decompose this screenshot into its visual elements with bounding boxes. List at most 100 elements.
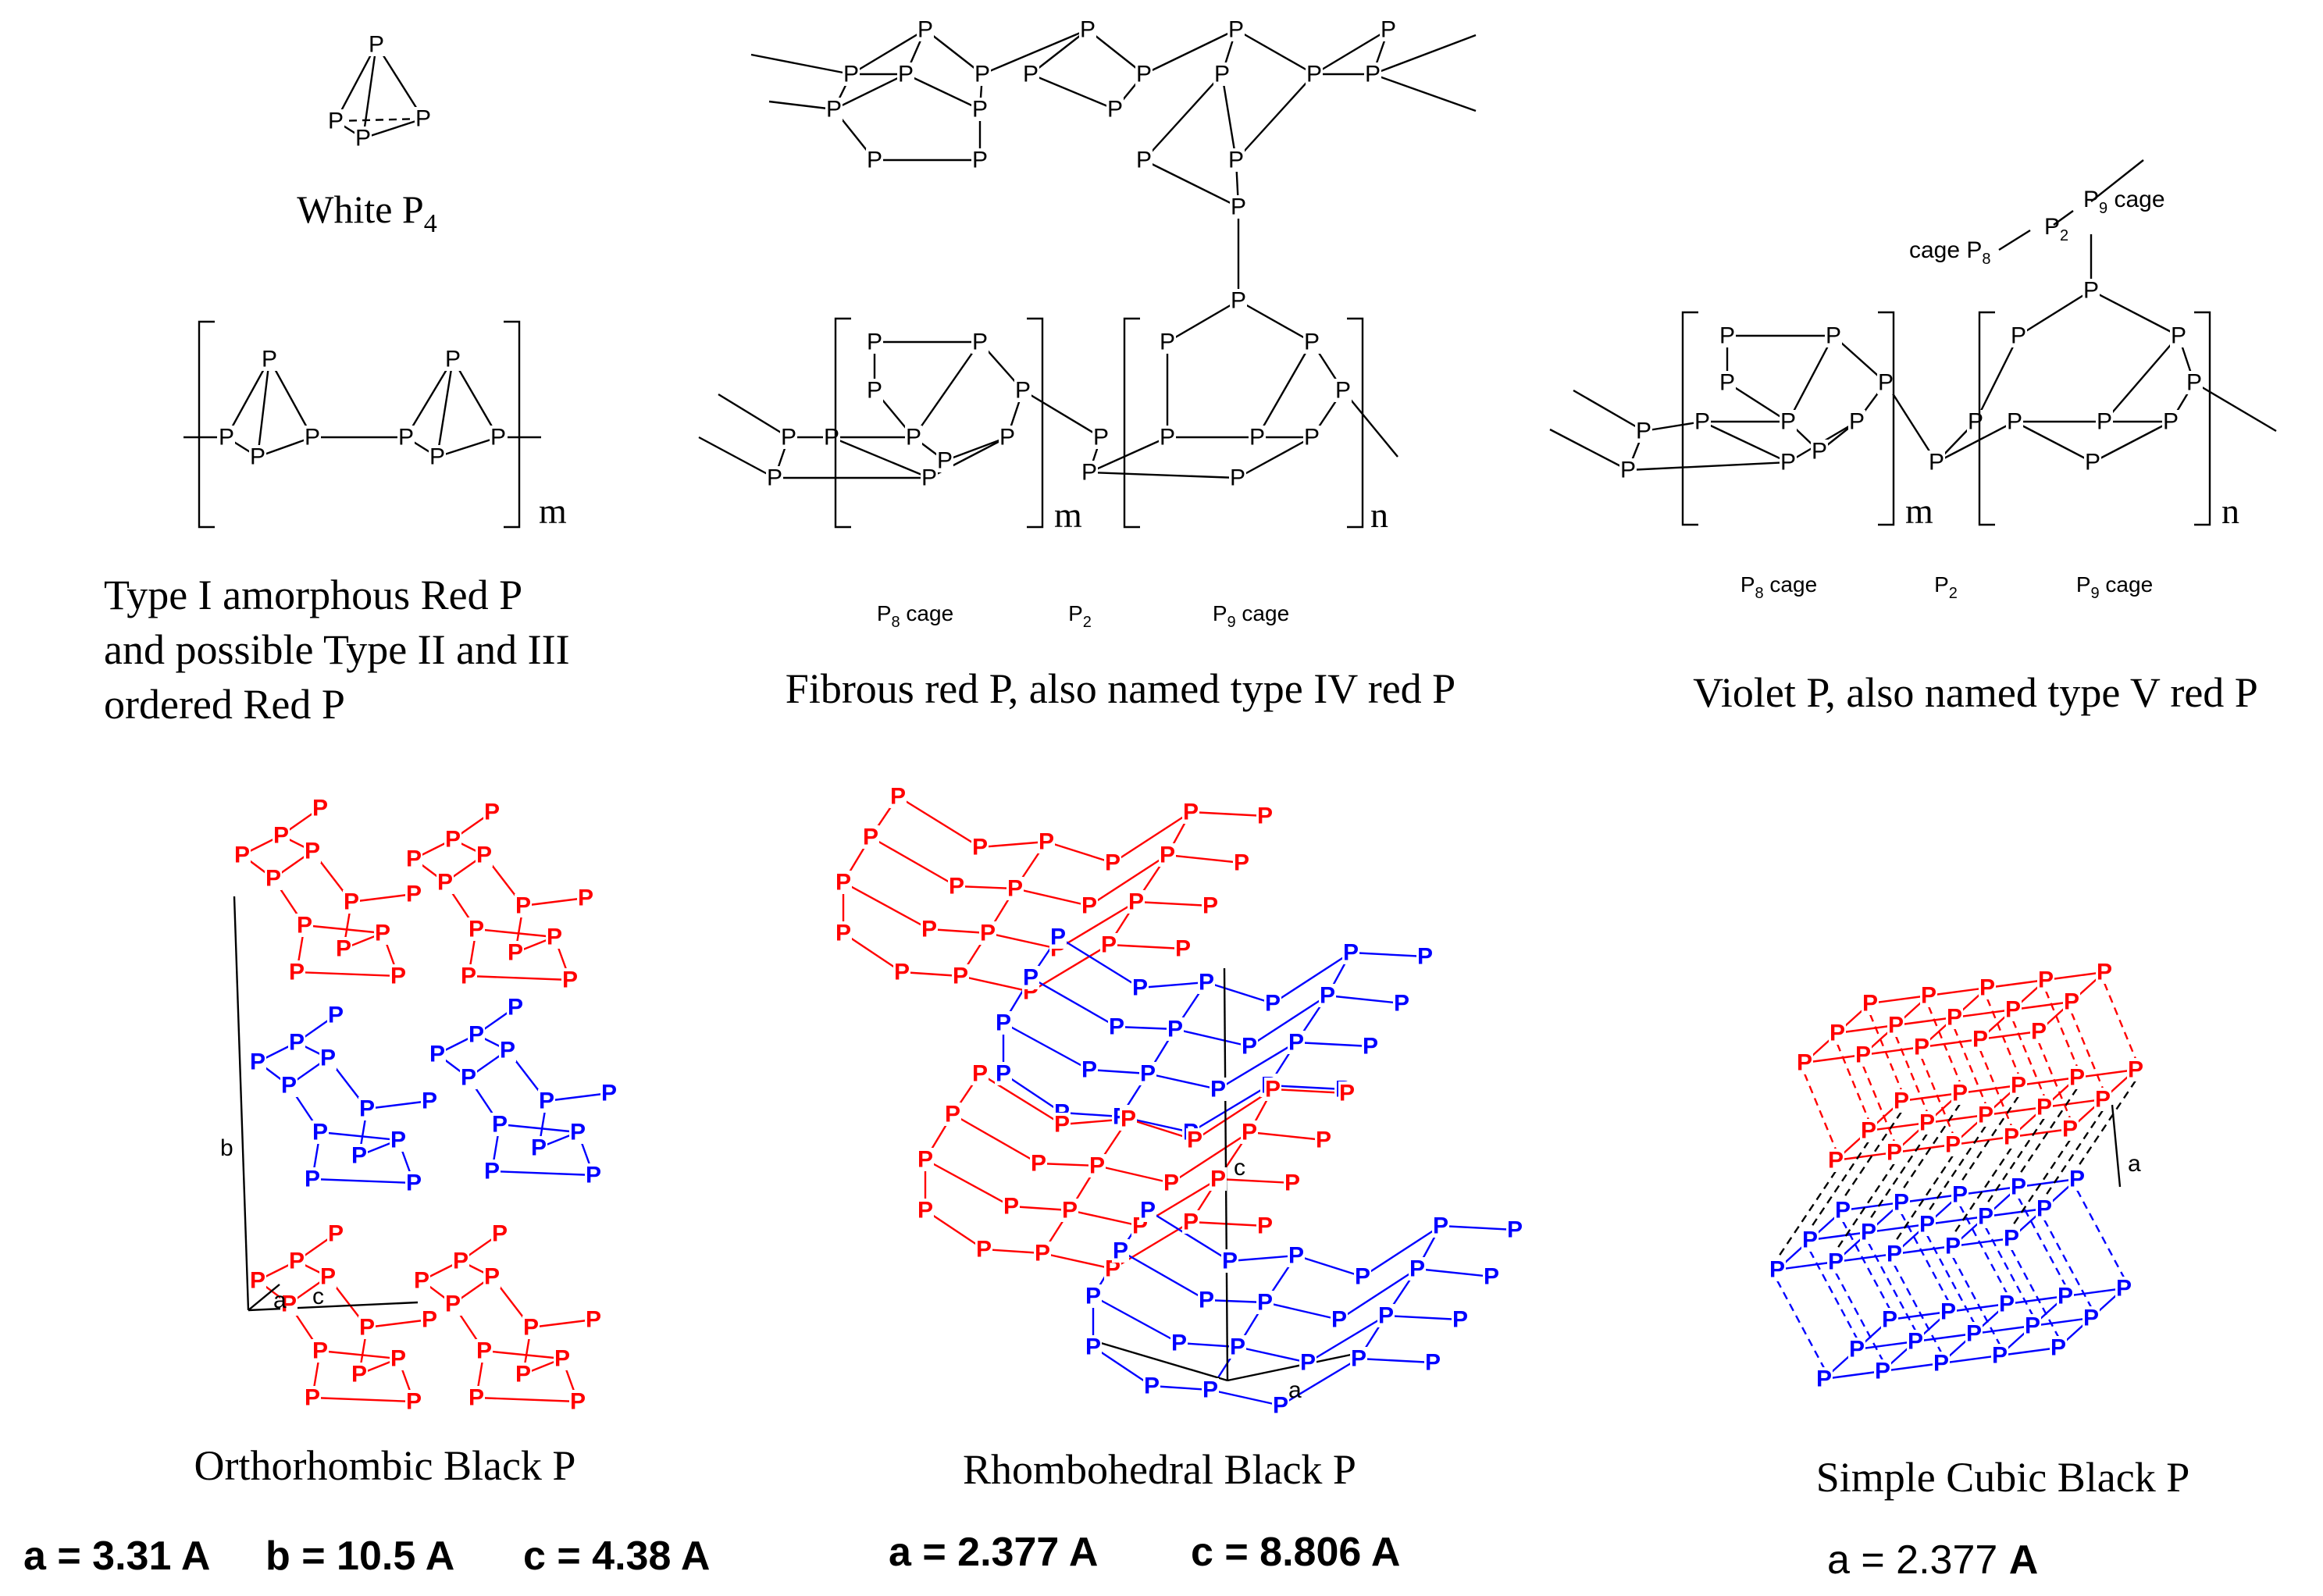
atom-background: [585, 1308, 602, 1331]
phosphorus-atom: P: [953, 964, 968, 989]
atom-background: [1342, 941, 1359, 964]
atom-background: [507, 996, 524, 1019]
phosphorus-atom: P: [1394, 991, 1409, 1017]
atom-background: [1409, 1257, 1426, 1281]
atom-background: [1860, 1220, 1877, 1244]
bond: [897, 795, 981, 849]
atom-background: [468, 1386, 485, 1409]
bond: [1358, 1357, 1434, 1364]
phosphorus-atom: P: [305, 839, 320, 864]
phosphorus-atom: P: [1952, 1081, 1968, 1106]
bond: [1030, 29, 1088, 75]
bond: [2065, 1287, 2125, 1298]
atom-background: [397, 426, 415, 449]
atom-background: [2084, 451, 2101, 474]
bond: [843, 932, 903, 973]
phosphorus-atom: P: [1228, 148, 1244, 173]
bond: [2104, 335, 2179, 422]
phosphorus-atom: P: [422, 1088, 437, 1114]
bond: [2092, 420, 2172, 464]
bond: [2076, 1068, 2136, 1079]
atom-background: [429, 1042, 446, 1066]
atom-background: [1350, 1347, 1367, 1370]
bond: [1338, 1267, 1418, 1321]
atom-background: [249, 1269, 266, 1292]
phosphorus-atom: P: [1914, 1035, 1929, 1060]
bond: [1952, 1237, 2012, 1248]
phosphorus-atom: P: [437, 870, 453, 896]
phosphorus-atom: P: [863, 825, 878, 850]
phosphorus-atom: P: [1015, 378, 1031, 404]
phosphorus-atom: P: [461, 1065, 476, 1091]
bond: [483, 1349, 563, 1360]
bond: [1823, 1370, 1883, 1380]
phosphorus-atom: P: [359, 1315, 375, 1341]
bond: [1057, 900, 1137, 950]
phosphorus-atom: P: [917, 1147, 933, 1173]
bond: [362, 117, 424, 140]
phosphorus-atom: P: [1719, 370, 1735, 396]
phosphorus-atom: P: [508, 940, 523, 966]
atom-background: [1170, 1331, 1188, 1355]
phosphorus-atom: P: [1828, 1148, 1844, 1174]
phosphorus-atom: P: [2083, 278, 2099, 304]
atom-background: [2096, 410, 2113, 433]
atom-background: [1100, 933, 1117, 957]
phosphorus-atom: P: [1105, 850, 1121, 876]
bond: [1003, 1073, 1063, 1113]
phosphorus-atom: P: [515, 1362, 531, 1388]
phosphorus-atom: P: [1304, 330, 1320, 355]
interlayer-bond: [1893, 1264, 1943, 1353]
bond: [1868, 1121, 1928, 1132]
phosphorus-atom: P: [359, 1096, 375, 1122]
bond: [1915, 1332, 1975, 1343]
phosphorus-atom: P: [2011, 1073, 2026, 1099]
atom-background: [1221, 1249, 1238, 1273]
atom-background: [468, 1023, 485, 1046]
atom-background: [1139, 1062, 1156, 1085]
atom-background: [1811, 440, 1828, 463]
bond: [1010, 1205, 1071, 1212]
phosphorus-atom: P: [1802, 1227, 1818, 1253]
phosphorus-atom: P: [453, 1249, 469, 1274]
bond: [1643, 420, 1703, 433]
atom-background: [335, 937, 352, 960]
phosphorus-atom: P: [406, 882, 422, 907]
atom-background: [444, 828, 461, 851]
interlayer-bond: [1951, 1256, 2001, 1345]
bond: [1256, 341, 1313, 438]
phosphorus-atom: P: [1306, 62, 1322, 87]
atom-background: [1030, 1152, 1047, 1175]
ortho-params: a = 3.31 A b = 10.5 A c = 4.38 A: [23, 1534, 710, 1579]
bond: [1869, 994, 1929, 1005]
bond: [2012, 1000, 2072, 1011]
atom-background: [1979, 976, 1996, 999]
phosphorus-atom: P: [369, 32, 384, 58]
phosphorus-atom: P: [562, 967, 578, 993]
atom-background: [897, 62, 914, 86]
atom-background: [515, 1363, 532, 1386]
atom-background: [1264, 1078, 1281, 1101]
violet-label-p2: P2: [1934, 572, 1958, 602]
bond: [1787, 335, 1835, 422]
atom-background: [569, 1390, 586, 1413]
phosphorus-atom: P: [1620, 458, 1636, 483]
atom-background: [835, 921, 852, 945]
atom-background: [405, 1390, 422, 1413]
atom-background: [2096, 960, 2113, 984]
bond: [476, 1396, 579, 1403]
interlayer-bond: [1803, 1073, 1837, 1150]
bond: [335, 117, 424, 123]
atom-background: [1085, 1284, 1102, 1308]
atom-background: [1081, 894, 1098, 917]
bracket-violet-n-left: [1978, 311, 1995, 526]
phosphorus-atom: P: [578, 885, 593, 911]
bond: [1959, 1084, 2019, 1095]
phosphorus-atom: P: [1826, 323, 1841, 349]
bond: [2011, 1128, 2071, 1138]
phosphorus-atom: P: [1894, 1088, 1909, 1114]
bond: [928, 928, 989, 935]
bond: [1143, 159, 1239, 208]
interlayer-bond: [1986, 998, 2020, 1075]
phosphorus-atom: P: [1085, 1284, 1101, 1309]
